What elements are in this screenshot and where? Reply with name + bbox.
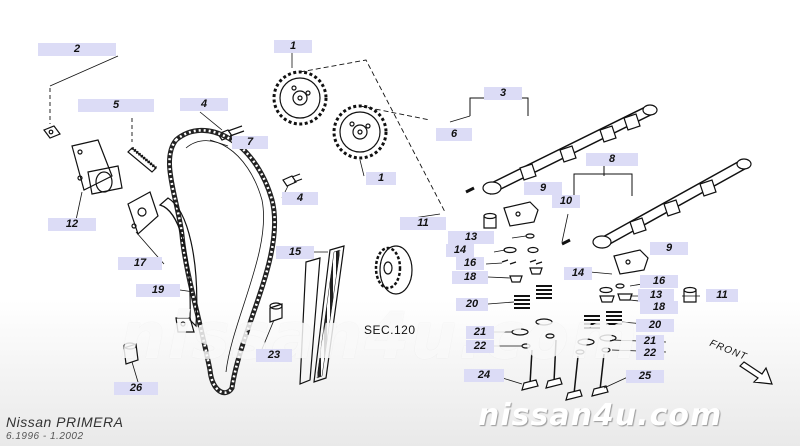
callout-23: 23	[256, 349, 292, 362]
valve-stack-left	[501, 233, 563, 391]
callout-11: 11	[400, 217, 446, 230]
callout-2: 2	[38, 43, 116, 56]
callout-3: 3	[484, 87, 522, 100]
callout-18: 18	[452, 271, 488, 284]
callout-5: 5	[78, 99, 154, 112]
callout-21: 21	[466, 326, 494, 339]
tensioner-bracket	[127, 191, 159, 236]
callout-10: 10	[552, 195, 580, 208]
callout-9: 9	[524, 182, 562, 195]
camshaft-intake	[482, 104, 658, 195]
callout-24: 24	[464, 369, 504, 382]
callout-19: 19	[136, 284, 180, 297]
cam-bracket-lower	[613, 249, 649, 275]
callout-16: 16	[456, 257, 484, 270]
callout-1: 1	[274, 40, 312, 53]
callout-4: 4	[282, 192, 318, 205]
date-range: 6.1996 - 1.2002	[6, 431, 84, 442]
valve-stack-right	[565, 283, 633, 401]
guide-bolt	[269, 302, 283, 323]
chain-tensioner	[71, 139, 123, 195]
callout-9: 9	[650, 242, 688, 255]
section-reference: SEC.120	[364, 323, 416, 337]
callout-14: 14	[564, 267, 592, 280]
model-name: Nissan PRIMERA	[6, 414, 124, 430]
tension-guide	[299, 245, 345, 385]
callout-22: 22	[636, 347, 664, 360]
callout-17: 17	[118, 257, 162, 270]
valve-lifter-right	[683, 286, 697, 303]
idler-sprocket	[374, 245, 413, 295]
callout-20: 20	[636, 319, 674, 332]
callout-12: 12	[48, 218, 96, 231]
watermark-center: nissan4u.com	[120, 300, 640, 374]
callout-22: 22	[466, 340, 494, 353]
cam-sprocket-upper	[272, 70, 328, 126]
callout-15: 15	[276, 246, 314, 259]
callout-16: 16	[640, 275, 678, 288]
cam-sprocket-lower	[332, 104, 388, 160]
callout-14: 14	[446, 244, 474, 257]
front-arrow-icon	[739, 361, 773, 385]
callout-20: 20	[456, 298, 488, 311]
callout-26: 26	[114, 382, 158, 395]
cam-bracket-upper	[503, 201, 539, 227]
callout-4: 4	[180, 98, 228, 111]
callout-11: 11	[706, 289, 738, 302]
callout-6: 6	[436, 128, 472, 141]
callout-1: 1	[366, 172, 396, 185]
tensioner-gasket	[43, 125, 61, 139]
callout-13: 13	[638, 289, 674, 302]
callout-21: 21	[636, 335, 664, 348]
watermark-bottom: nissan4u.com	[478, 398, 723, 433]
tensioner-plunger	[127, 146, 157, 173]
valve-lifter-left	[483, 212, 497, 229]
callout-7: 7	[232, 136, 268, 149]
callout-8: 8	[586, 153, 638, 166]
bolt-lower	[282, 173, 303, 187]
callout-13: 13	[448, 231, 494, 244]
camshaft-exhaust	[592, 158, 752, 249]
oil-plug	[123, 342, 139, 365]
callout-25: 25	[626, 370, 664, 383]
callout-18: 18	[640, 301, 678, 314]
slack-guide	[158, 197, 198, 333]
